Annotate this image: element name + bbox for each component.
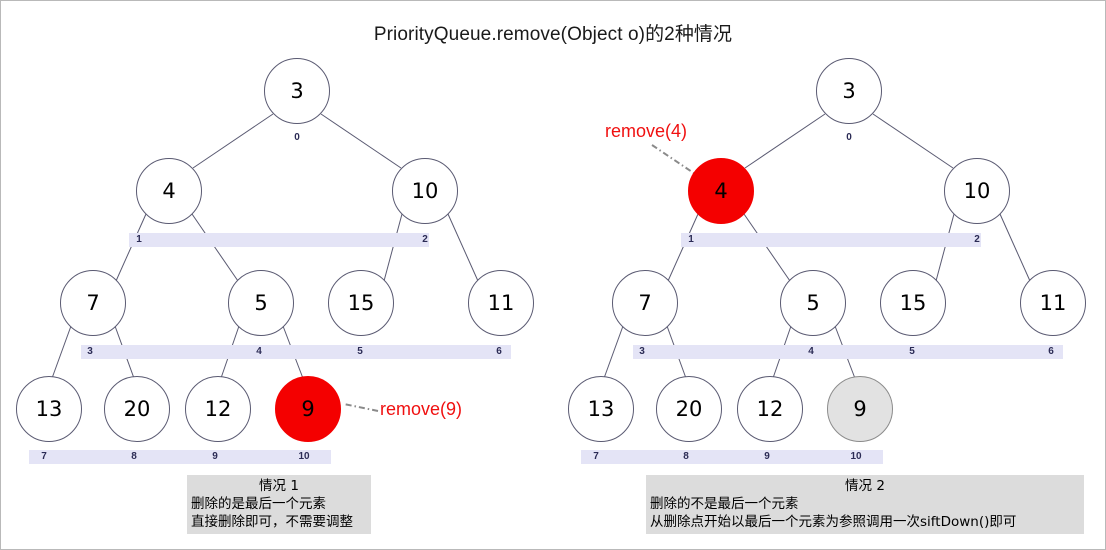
node-left-8[interactable]: 20 [104, 376, 170, 442]
node-right-6[interactable]: 11 [1020, 270, 1086, 336]
index-label-left-7: 7 [41, 451, 47, 462]
node-value: 11 [1039, 291, 1067, 315]
case-1-caption-title: 情况 1 [259, 478, 299, 494]
node-left-4[interactable]: 5 [228, 270, 294, 336]
index-label-left-4: 4 [256, 346, 262, 357]
node-value: 13 [587, 397, 615, 421]
node-value: 12 [204, 397, 232, 421]
node-value: 5 [254, 291, 268, 315]
index-label-left-8: 8 [131, 451, 137, 462]
index-band-level2-right [633, 345, 1063, 359]
node-value: 4 [162, 179, 176, 203]
node-right-4[interactable]: 5 [780, 270, 846, 336]
node-value: 7 [86, 291, 100, 315]
index-label-left-9: 9 [212, 451, 218, 462]
node-right-7[interactable]: 13 [568, 376, 634, 442]
node-value: 10 [963, 179, 991, 203]
node-left-6[interactable]: 11 [468, 270, 534, 336]
index-label-right-7: 7 [593, 451, 599, 462]
node-right-3[interactable]: 7 [612, 270, 678, 336]
node-value: 5 [806, 291, 820, 315]
node-left-1[interactable]: 4 [136, 158, 202, 224]
node-right-10-last[interactable]: 9 [827, 376, 893, 442]
index-label-right-3: 3 [639, 346, 645, 357]
case-2-caption-title: 情况 2 [845, 478, 885, 494]
index-label-right-5: 5 [909, 346, 915, 357]
case-2-caption: 情况 2 删除的不是最后一个元素 从删除点开始以最后一个元素为参照调用一次sif… [646, 475, 1084, 534]
index-label-right-8: 8 [683, 451, 689, 462]
node-left-0[interactable]: 3 [264, 58, 330, 124]
index-label-right-2: 2 [974, 234, 980, 245]
node-value: 3 [842, 79, 856, 103]
index-label-left-1: 1 [136, 234, 142, 245]
case-1-caption-line1: 删除的是最后一个元素 [191, 496, 326, 512]
node-left-10-removed[interactable]: 9 [275, 376, 341, 442]
node-value: 7 [638, 291, 652, 315]
node-left-9[interactable]: 12 [185, 376, 251, 442]
index-label-right-10: 10 [850, 451, 862, 462]
node-value: 9 [301, 397, 315, 421]
remove-4-callout-label: remove(4) [605, 121, 688, 141]
node-right-9[interactable]: 12 [737, 376, 803, 442]
index-band-level1-left [129, 233, 429, 247]
index-label-left-10: 10 [298, 451, 310, 462]
case-1-caption-line2: 直接删除即可，不需要调整 [191, 514, 353, 530]
node-value: 20 [123, 397, 151, 421]
node-right-1-removed[interactable]: 4 [688, 158, 754, 224]
node-value: 13 [35, 397, 63, 421]
node-left-2[interactable]: 10 [392, 158, 458, 224]
index-label-left-3: 3 [87, 346, 93, 357]
node-right-8[interactable]: 20 [656, 376, 722, 442]
index-label-right-9: 9 [764, 451, 770, 462]
node-right-5[interactable]: 15 [880, 270, 946, 336]
index-label-right-6: 6 [1048, 346, 1054, 357]
node-value: 3 [290, 79, 304, 103]
node-value: 20 [675, 397, 703, 421]
node-value: 10 [411, 179, 439, 203]
node-left-3[interactable]: 7 [60, 270, 126, 336]
index-label-right-0: 0 [846, 132, 852, 143]
case-1-caption: 情况 1 删除的是最后一个元素 直接删除即可，不需要调整 [187, 475, 371, 534]
node-left-7[interactable]: 13 [16, 376, 82, 442]
case-2-caption-line2: 从删除点开始以最后一个元素为参照调用一次siftDown()即可 [650, 514, 1017, 530]
index-band-level1-right [681, 233, 981, 247]
index-band-level3-right [581, 450, 883, 464]
index-label-left-2: 2 [422, 234, 428, 245]
index-label-left-6: 6 [496, 346, 502, 357]
node-value: 12 [756, 397, 784, 421]
node-value: 15 [347, 291, 375, 315]
index-label-left-0: 0 [294, 132, 300, 143]
node-value: 9 [853, 397, 867, 421]
index-label-right-4: 4 [808, 346, 814, 357]
node-right-0[interactable]: 3 [816, 58, 882, 124]
case-2-caption-line1: 删除的不是最后一个元素 [650, 496, 799, 512]
node-value: 11 [487, 291, 515, 315]
page-title: PriorityQueue.remove(Object o)的2种情况 [373, 24, 733, 45]
index-band-level2-left [81, 345, 511, 359]
index-label-left-5: 5 [357, 346, 363, 357]
node-value: 15 [899, 291, 927, 315]
node-right-2[interactable]: 10 [944, 158, 1010, 224]
remove-9-callout-label: remove(9) [380, 399, 463, 419]
node-left-5[interactable]: 15 [328, 270, 394, 336]
index-band-level3-left [29, 450, 331, 464]
index-label-right-1: 1 [688, 234, 694, 245]
node-value: 4 [714, 179, 728, 203]
